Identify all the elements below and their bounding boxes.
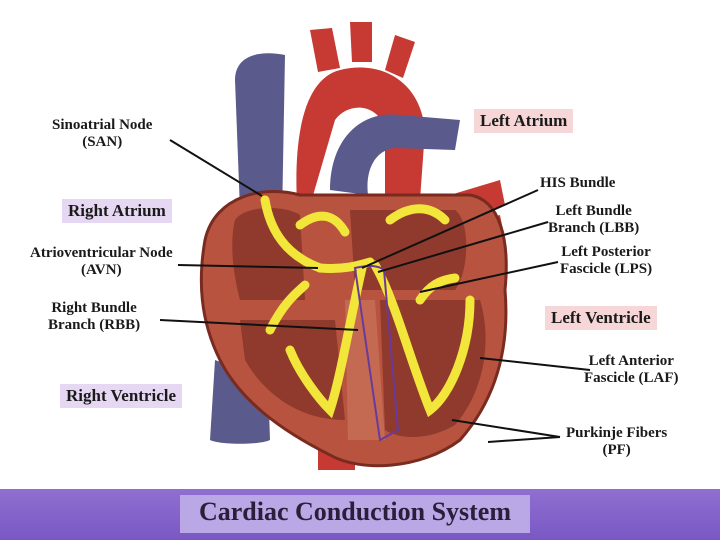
label-san-line1: Sinoatrial Node bbox=[52, 117, 153, 133]
label-right-bundle-branch: Right Bundle Branch (RBB) bbox=[48, 300, 140, 334]
label-atrioventricular-node: Atrioventricular Node (AVN) bbox=[30, 245, 173, 279]
label-pf-line2: (PF) bbox=[602, 442, 631, 458]
label-lps-line2: Fascicle (LPS) bbox=[560, 261, 653, 277]
label-his-bundle: HIS Bundle bbox=[540, 175, 616, 191]
label-avn-line1: Atrioventricular Node bbox=[30, 245, 173, 261]
label-avn-line2: (AVN) bbox=[81, 262, 122, 278]
label-lbb-line1: Left Bundle bbox=[555, 203, 632, 219]
label-laf-line1: Left Anterior bbox=[588, 353, 674, 369]
pointer-lines bbox=[159, 139, 591, 443]
label-pf-line1: Purkinje Fibers bbox=[566, 425, 668, 441]
label-lbb-line2: Branch (LBB) bbox=[548, 220, 640, 236]
title-banner-panel bbox=[180, 495, 530, 533]
label-rbb-line1: Right Bundle bbox=[51, 300, 137, 316]
label-left-bundle-branch: Left Bundle Branch (LBB) bbox=[548, 203, 639, 237]
label-left-atrium: Left Atrium bbox=[474, 109, 574, 133]
pulmonary-artery bbox=[330, 114, 460, 195]
label-left-ventricle: Left Ventricle bbox=[545, 306, 657, 330]
label-laf-line2: Fascicle (LAF) bbox=[584, 370, 679, 386]
his-bundle-outline bbox=[353, 264, 400, 442]
label-sinoatrial-node: Sinoatrial Node (SAN) bbox=[52, 117, 152, 151]
label-lps-line1: Left Posterior bbox=[561, 244, 651, 260]
aortic-branches bbox=[310, 22, 415, 78]
conduction-pathway bbox=[260, 195, 475, 419]
label-rbb-line2: Branch (RBB) bbox=[48, 317, 141, 333]
right-atrium-chamber bbox=[232, 208, 305, 300]
label-left-posterior-fascicle: Left Posterior Fascicle (LPS) bbox=[560, 244, 652, 278]
label-san-line2: (SAN) bbox=[82, 134, 123, 150]
superior-vena-cava bbox=[235, 53, 285, 220]
diagram-title: Cardiac Conduction System bbox=[198, 497, 511, 526]
label-left-anterior-fascicle: Left Anterior Fascicle (LAF) bbox=[584, 353, 679, 387]
label-right-ventricle: Right Ventricle bbox=[60, 384, 183, 408]
label-right-atrium: Right Atrium bbox=[62, 199, 172, 223]
label-purkinje-fibers: Purkinje Fibers (PF) bbox=[566, 425, 667, 459]
